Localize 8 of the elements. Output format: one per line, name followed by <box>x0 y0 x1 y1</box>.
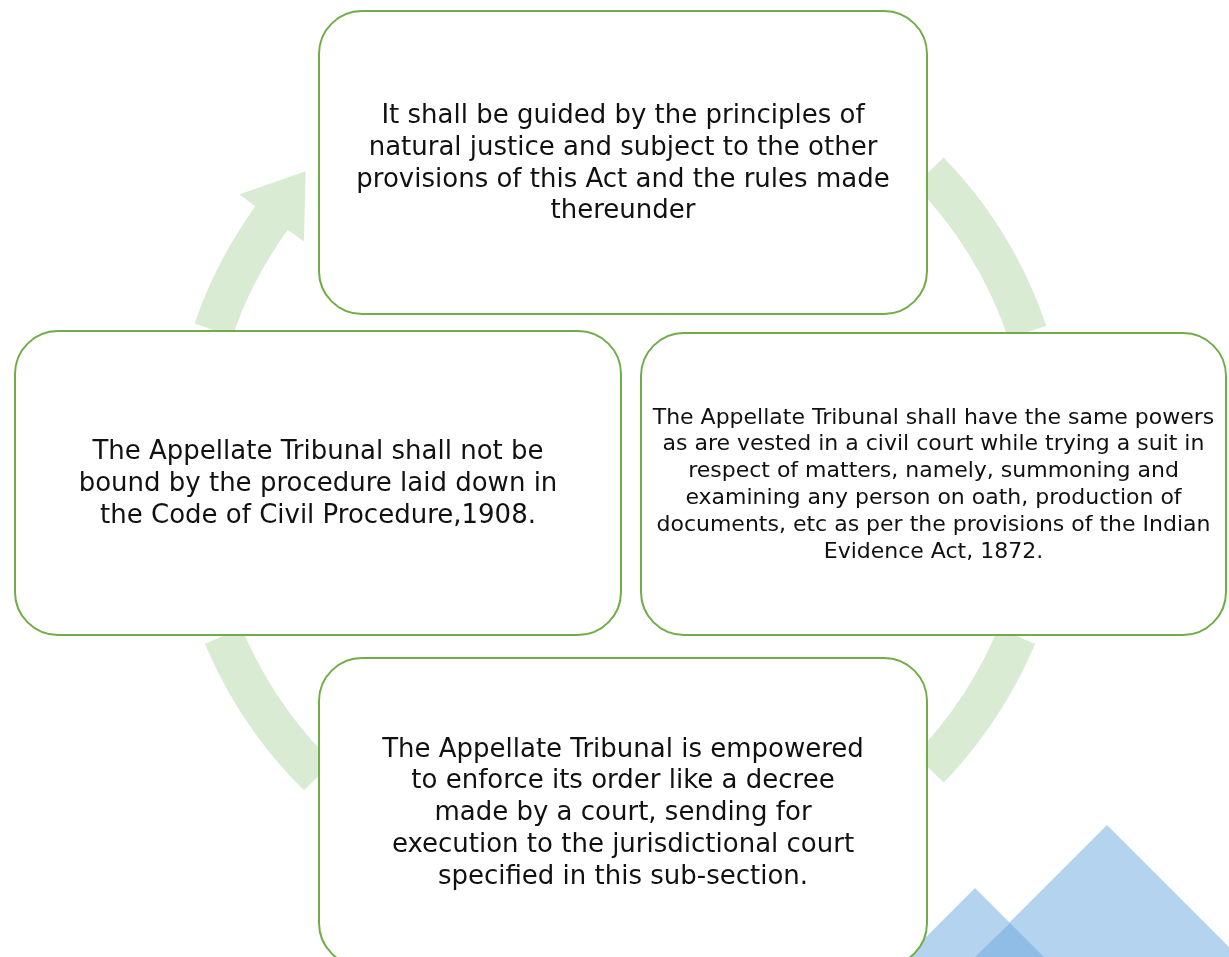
rounded-text-box <box>640 332 1227 636</box>
box-text: It shall be guided by the principles of natural justice and subject to the other provisions of this Act and the rules made thereunder <box>355 99 891 226</box>
rounded-text-box <box>318 10 928 315</box>
rounded-text-box <box>14 330 622 636</box>
box-text: The Appellate Tribunal shall have the same powers as are vested in a civil court while trying a suit in respect of matters, namely, summoning and examining any person on oath, production of documents, etc as per the provisions of the Indian Evidence Act, 1872. <box>651 403 1216 565</box>
rounded-text-box <box>318 657 928 957</box>
box-text: The Appellate Tribunal is empowered to enforce its order like a decree made by a court, sending for execution to the jurisdictional court specified in this sub-section. <box>381 732 865 892</box>
box-text: The Appellate Tribunal shall not be bound by the procedure laid down in the Code of Civil Procedure,1908. <box>77 435 559 531</box>
